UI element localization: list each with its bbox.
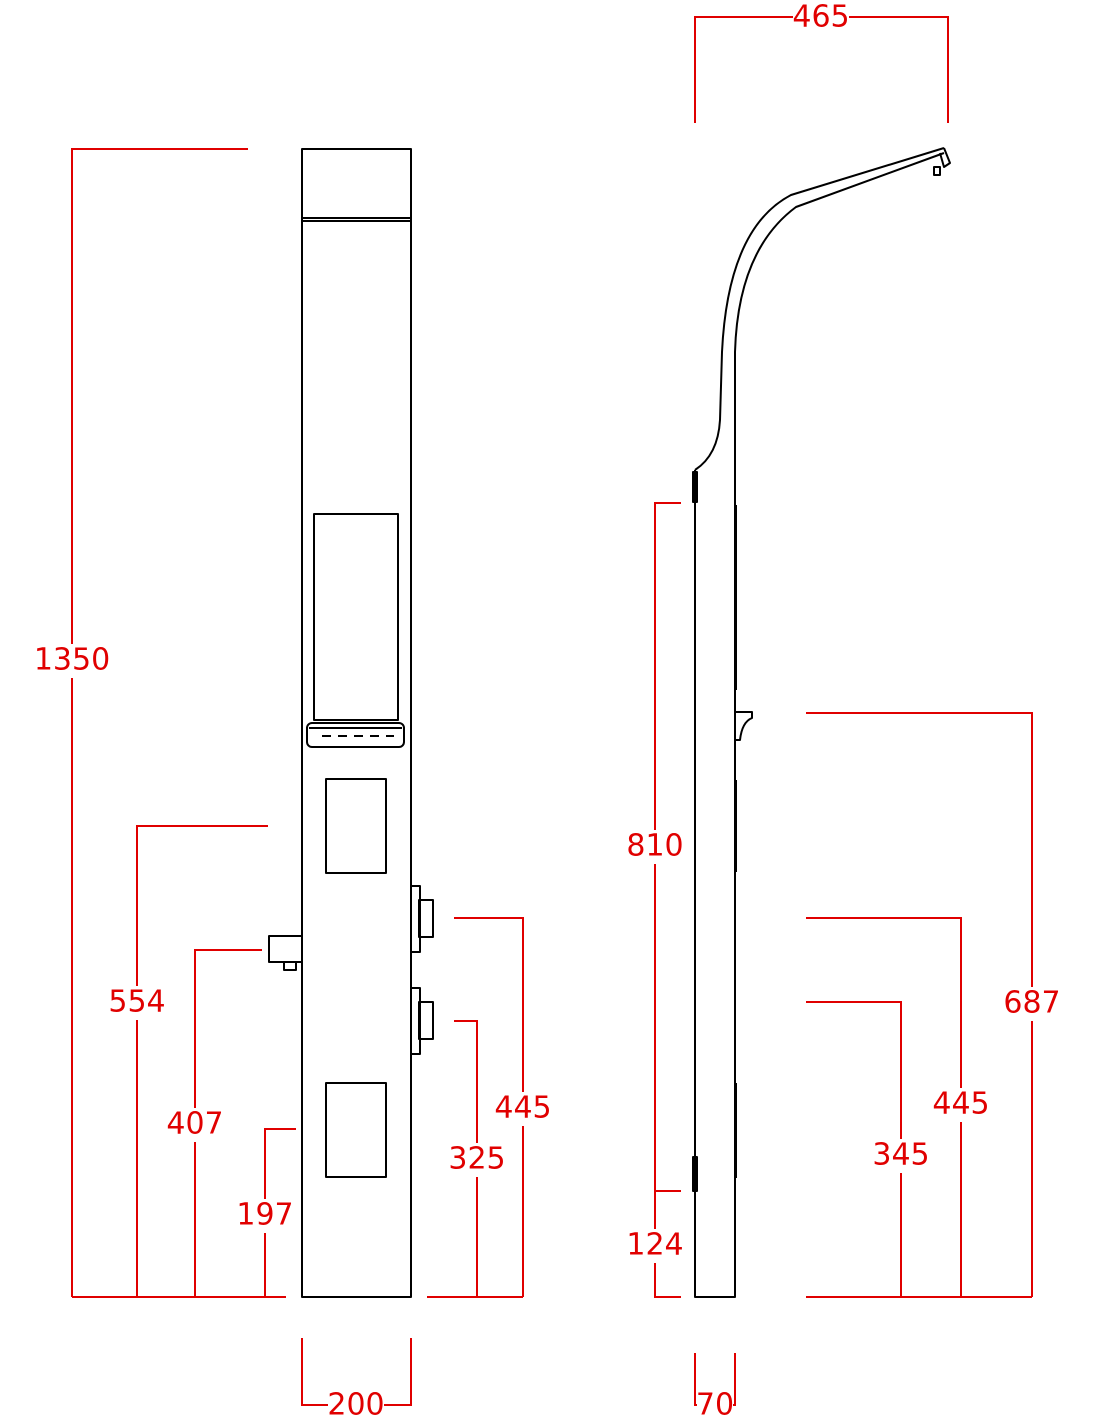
dim-side-lower-height: 345 bbox=[872, 1138, 929, 1173]
front-panel-body bbox=[301, 148, 412, 1298]
dim-shelf-height: 687 bbox=[1003, 986, 1060, 1021]
dim-upper-outlet-height: 554 bbox=[108, 985, 165, 1020]
front-dimension-lines bbox=[71, 148, 524, 1406]
front-shelf bbox=[306, 722, 405, 748]
dim-shower-arm-reach: 465 bbox=[792, 0, 849, 35]
side-view bbox=[692, 147, 951, 1298]
side-dimension-lines bbox=[654, 16, 1033, 1406]
dim-total-height: 1350 bbox=[34, 643, 110, 678]
front-tub-spout bbox=[268, 935, 303, 971]
dim-front-width: 200 bbox=[327, 1388, 384, 1422]
dim-knob-upper-height: 445 bbox=[494, 1091, 551, 1126]
front-jet-panel-lower bbox=[325, 1082, 387, 1178]
dimension-labels: 1350 554 407 197 445 325 200 465 810 124… bbox=[34, 0, 1061, 1422]
dim-panel-depth: 70 bbox=[696, 1388, 734, 1422]
front-jet-panel-upper bbox=[325, 778, 387, 874]
dim-lower-outlet-height: 197 bbox=[236, 1198, 293, 1233]
dim-side-upper-height: 445 bbox=[932, 1087, 989, 1122]
dim-bottom-offset: 124 bbox=[626, 1228, 683, 1263]
dim-spout-height: 407 bbox=[166, 1107, 223, 1142]
side-panel-body bbox=[692, 385, 737, 1298]
side-shelf-bracket bbox=[735, 711, 753, 741]
dim-panel-body-height: 810 bbox=[626, 829, 683, 864]
side-shower-arm bbox=[719, 147, 951, 421]
front-upper-window bbox=[313, 513, 399, 721]
front-view bbox=[268, 148, 434, 1298]
dim-knob-lower-height: 325 bbox=[448, 1142, 505, 1177]
front-control-knob-lower bbox=[410, 987, 434, 1055]
front-control-knob-upper bbox=[410, 885, 434, 953]
